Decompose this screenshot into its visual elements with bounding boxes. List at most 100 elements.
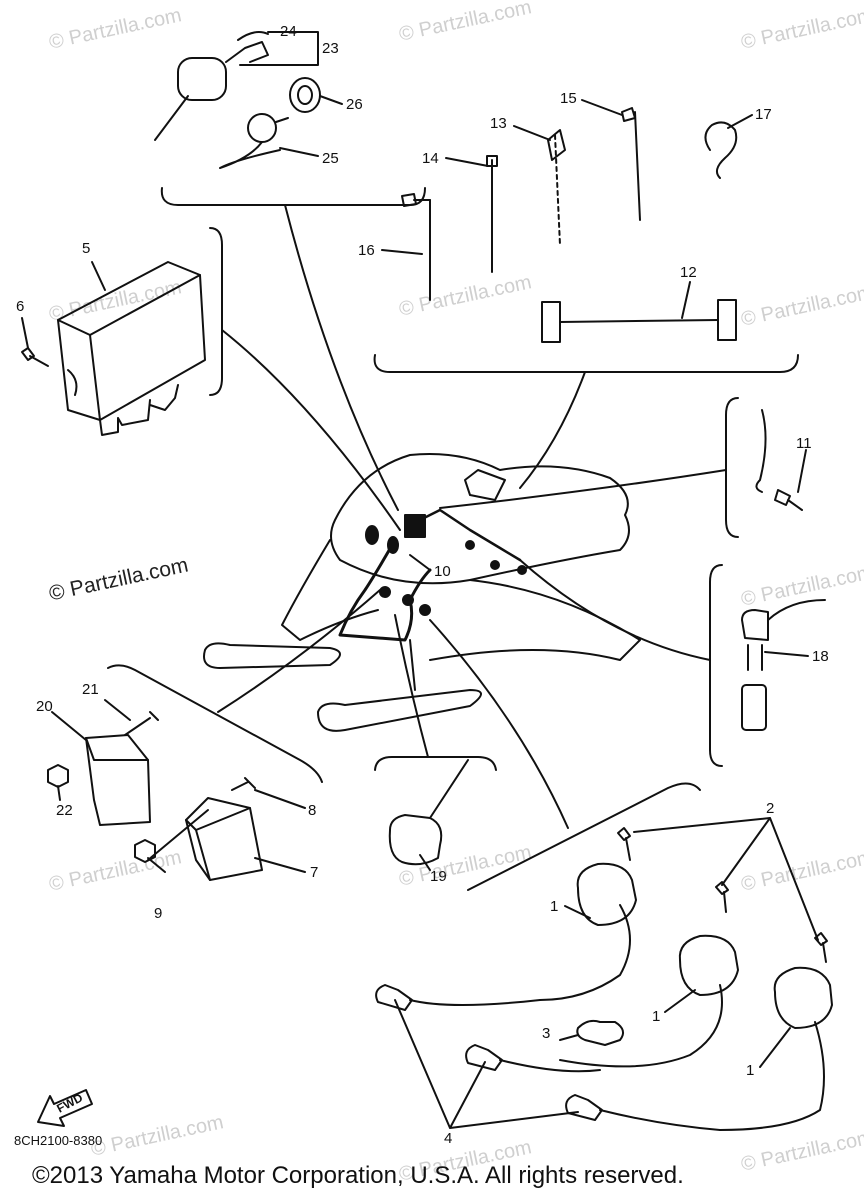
harness-connector: [419, 604, 431, 616]
clamp: [576, 1019, 625, 1046]
ignition-coil: [773, 966, 833, 1029]
bracket-ecu: [209, 227, 223, 396]
bolt: [124, 711, 159, 736]
callout-13: 13: [490, 115, 507, 132]
leader: [519, 371, 586, 489]
main-switch: [177, 57, 227, 101]
callout-19: 19: [430, 868, 447, 885]
screw: [617, 827, 631, 861]
leader: [429, 619, 569, 829]
screw: [814, 932, 828, 963]
bolt: [231, 777, 256, 791]
main-switch-lead: [154, 95, 189, 141]
nut: [47, 764, 69, 788]
callout-23: 23: [322, 40, 339, 57]
bracket-cdi: [374, 756, 497, 771]
ignition-coil: [576, 862, 637, 926]
leader: [217, 589, 381, 713]
callout-11: 11: [796, 435, 812, 452]
bolt: [21, 347, 49, 367]
key: [225, 41, 269, 63]
chain-clamp: [554, 134, 561, 246]
chassis-windshield: [464, 469, 506, 501]
callout-5: 5: [82, 240, 91, 257]
leader: [519, 559, 711, 661]
harness-connector: [387, 536, 399, 554]
callout-20: 20: [36, 698, 53, 715]
chassis-body: [281, 539, 379, 641]
plug-cap: [565, 1094, 721, 1131]
ski-strut: [409, 639, 416, 691]
ignition-coil: [678, 934, 739, 996]
callout-25: 25: [322, 150, 339, 167]
switch-lead: [219, 141, 281, 169]
rectifier: [185, 797, 263, 881]
callout-8: 8: [308, 802, 317, 819]
switch-knob: [247, 113, 277, 143]
callout-26: 26: [346, 96, 363, 113]
callout-7: 7: [310, 864, 319, 881]
harness-connector: [404, 514, 426, 538]
callout-2: 2: [766, 800, 775, 817]
callout-1: 1: [746, 1062, 755, 1079]
thermo-switch: [741, 609, 769, 641]
callout-1: 1: [652, 1008, 661, 1025]
fwd-arrow: [37, 1089, 93, 1127]
bracket-right-upper: [725, 397, 739, 538]
leader: [221, 329, 401, 531]
leader: [394, 614, 429, 758]
ecu-box: [57, 261, 206, 421]
callout-17: 17: [755, 106, 772, 123]
bracket-plate: [717, 299, 737, 341]
bolt: [774, 489, 803, 511]
callout-1: 1: [550, 898, 559, 915]
callout-4: 4: [444, 1130, 453, 1147]
callout-9: 9: [154, 905, 163, 922]
condenser: [388, 814, 443, 866]
cable-tie: [634, 111, 641, 221]
ecu-lead: [67, 369, 78, 396]
nut: [134, 839, 156, 863]
harness-connector: [490, 560, 500, 570]
chassis-tunnel: [429, 579, 641, 661]
diagram-code: 8CH2100-8380: [14, 1133, 103, 1148]
harness-connector: [402, 594, 414, 606]
copyright: ©2013 Yamaha Motor Corporation, U.S.A. A…: [32, 1162, 684, 1189]
leader: [439, 469, 727, 509]
bracket-top-left: [160, 187, 426, 206]
harness-connector: [365, 525, 379, 545]
key-ring: [237, 31, 269, 41]
wire-harness: [338, 538, 432, 642]
callout-18: 18: [812, 648, 829, 665]
callout-12: 12: [680, 264, 697, 281]
harness-connector: [379, 586, 391, 598]
ground-wire: [755, 409, 767, 493]
callout-15: 15: [560, 90, 577, 107]
harness-connector: [517, 565, 527, 575]
callout-21: 21: [82, 681, 99, 698]
chassis-hood: [330, 453, 630, 585]
ski-left: [203, 642, 341, 669]
callout-22: 22: [56, 802, 73, 819]
plug-cap: [375, 984, 541, 1011]
callout-3: 3: [542, 1025, 551, 1042]
wire-clip: [704, 121, 738, 179]
plug-cap: [465, 1044, 601, 1073]
bracket-plate: [541, 301, 561, 343]
bracket-top-right: [373, 354, 799, 373]
bracket-left-lower: [107, 664, 323, 783]
callout-24: 24: [280, 23, 297, 40]
callout-14: 14: [422, 150, 439, 167]
wire-harness: [418, 508, 522, 562]
bracket-coils: [467, 782, 701, 891]
screw: [715, 881, 729, 913]
callout-6: 6: [16, 298, 25, 315]
voltage-regulator: [85, 734, 151, 826]
ring-nut: [289, 77, 321, 113]
leader: [284, 204, 399, 511]
callout-16: 16: [358, 242, 375, 259]
ski-right: [317, 689, 482, 732]
harness-connector: [465, 540, 475, 550]
callout-10: 10: [434, 563, 451, 580]
